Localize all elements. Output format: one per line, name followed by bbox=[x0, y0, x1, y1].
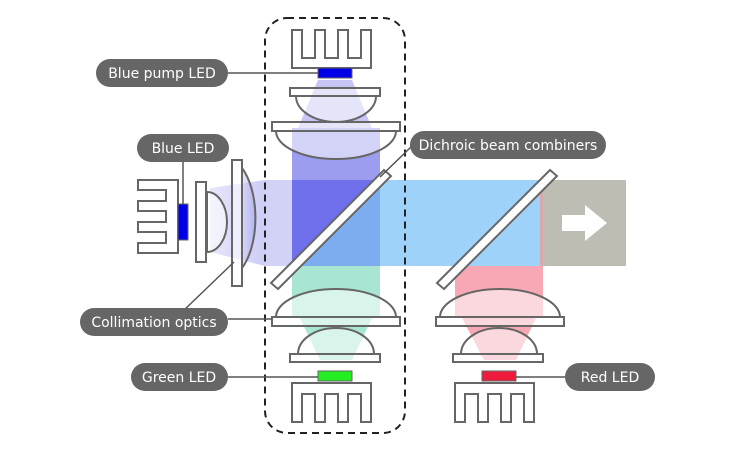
dichroic-beam-combiners bbox=[269, 168, 559, 291]
blue-led bbox=[177, 203, 189, 241]
heat-sink-red-led bbox=[454, 382, 535, 423]
label-blue-led-text: Blue LED bbox=[152, 141, 215, 157]
label-red-led-text: Red LED bbox=[581, 370, 639, 386]
lens-blue-led-large-plate bbox=[231, 159, 243, 287]
lens-blue-pump-large-plate bbox=[271, 121, 401, 132]
lens-green-large-plate bbox=[271, 316, 401, 327]
label-dichroic-beam-combiners-text: Dichroic beam combiners bbox=[419, 138, 598, 154]
red-output-overlap bbox=[540, 180, 543, 266]
labels: Blue pump LED Blue LED Dichroic beam com… bbox=[80, 59, 655, 391]
lens-red-small-plate bbox=[452, 353, 544, 363]
combined-beam-cyan bbox=[380, 180, 540, 266]
label-blue-led: Blue LED bbox=[137, 134, 229, 162]
lens-red-large-plate bbox=[435, 316, 565, 327]
blue-horizontal-beam bbox=[265, 180, 295, 266]
lens-red-small bbox=[459, 327, 539, 355]
label-green-led: Green LED bbox=[131, 363, 228, 391]
leader-collimation-2 bbox=[181, 261, 235, 313]
lens-blue-led-small bbox=[206, 190, 228, 254]
lens-blue-pump-large bbox=[274, 130, 398, 160]
leader-lines bbox=[181, 72, 565, 378]
lens-green-large bbox=[274, 288, 398, 318]
lens-blue-led-large bbox=[241, 165, 257, 271]
label-dichroic-beam-combiners: Dichroic beam combiners bbox=[410, 131, 606, 159]
dichroic-combiner-2 bbox=[435, 168, 559, 291]
lens-green-small-plate bbox=[289, 353, 381, 363]
label-red-led: Red LED bbox=[565, 363, 655, 391]
heat-sink-blue-pump bbox=[291, 29, 372, 69]
green-blue-module-outline bbox=[264, 17, 406, 434]
heat-sinks bbox=[137, 29, 535, 423]
lens-green-small bbox=[296, 327, 376, 355]
collimation-optics bbox=[195, 87, 565, 363]
arrow-right-icon bbox=[562, 205, 607, 241]
label-blue-pump-led-text: Blue pump LED bbox=[108, 66, 216, 82]
red-led bbox=[481, 370, 517, 382]
heat-sink-blue-led bbox=[137, 179, 179, 254]
green-led bbox=[317, 370, 353, 382]
leds bbox=[177, 67, 517, 382]
label-green-led-text: Green LED bbox=[142, 370, 216, 386]
label-blue-pump-led: Blue pump LED bbox=[96, 59, 228, 87]
label-collimation-optics: Collimation optics bbox=[80, 308, 228, 336]
dichroic-combiner-1 bbox=[269, 168, 393, 291]
lens-blue-led-small-plate bbox=[195, 181, 207, 263]
label-collimation-optics-text: Collimation optics bbox=[91, 315, 216, 331]
lens-red-large bbox=[438, 288, 562, 318]
lens-blue-pump-small-plate bbox=[289, 87, 381, 97]
leader-dichroic bbox=[379, 145, 413, 178]
heat-sink-green-led bbox=[291, 382, 372, 423]
blue-pump-led bbox=[317, 67, 353, 79]
